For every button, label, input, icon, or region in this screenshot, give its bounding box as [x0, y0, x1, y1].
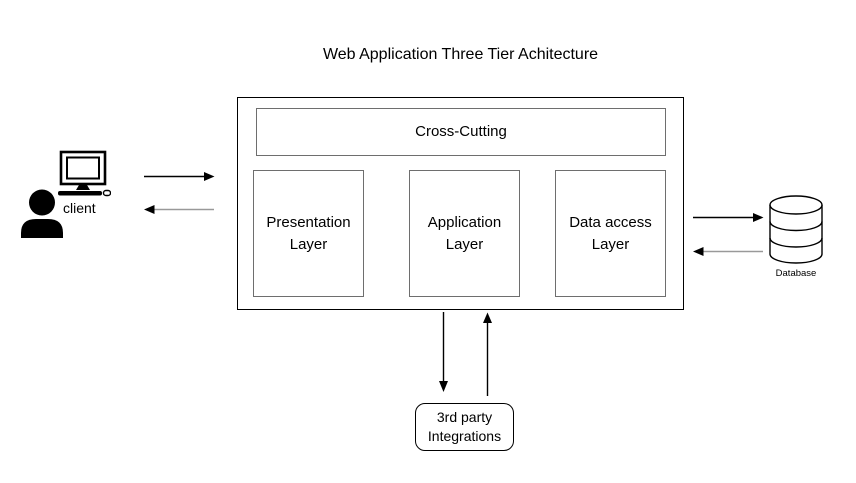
- page-title: Web Application Three Tier Achitecture: [322, 46, 599, 63]
- person-icon: [21, 189, 63, 238]
- database-cylinder-icon: [769, 195, 823, 264]
- monitor-icon: [58, 150, 111, 197]
- client-request-arrow: [144, 172, 215, 181]
- cross-cutting-box: Cross-Cutting: [256, 108, 666, 156]
- client-response-arrow: [144, 205, 214, 214]
- data-access-layer-box: Data access Layer: [555, 170, 666, 297]
- dataaccess-to-database-arrow: [693, 213, 764, 222]
- data-access-layer-label-line1: Data access: [569, 213, 652, 231]
- data-access-layer-label-line2: Layer: [591, 235, 630, 253]
- cross-cutting-label: Cross-Cutting: [415, 123, 507, 140]
- presentation-layer-label-line2: Layer: [289, 235, 328, 253]
- client-label: client: [63, 200, 96, 216]
- third-party-label-line2: Integrations: [427, 428, 502, 444]
- presentation-layer-label-line1: Presentation: [266, 213, 351, 231]
- third-party-integrations-box: 3rd party Integrations: [415, 403, 514, 451]
- third-party-label-line1: 3rd party: [436, 409, 493, 425]
- app-to-integrations-arrow: [439, 312, 448, 392]
- presentation-layer-box: Presentation Layer: [253, 170, 364, 297]
- database-to-dataaccess-arrow: [693, 247, 763, 256]
- application-layer-label-line1: Application: [427, 213, 502, 231]
- integrations-to-app-arrow: [483, 312, 492, 396]
- application-layer-box: Application Layer: [409, 170, 520, 297]
- application-layer-label-line2: Layer: [445, 235, 484, 253]
- database-label: Database: [775, 268, 817, 279]
